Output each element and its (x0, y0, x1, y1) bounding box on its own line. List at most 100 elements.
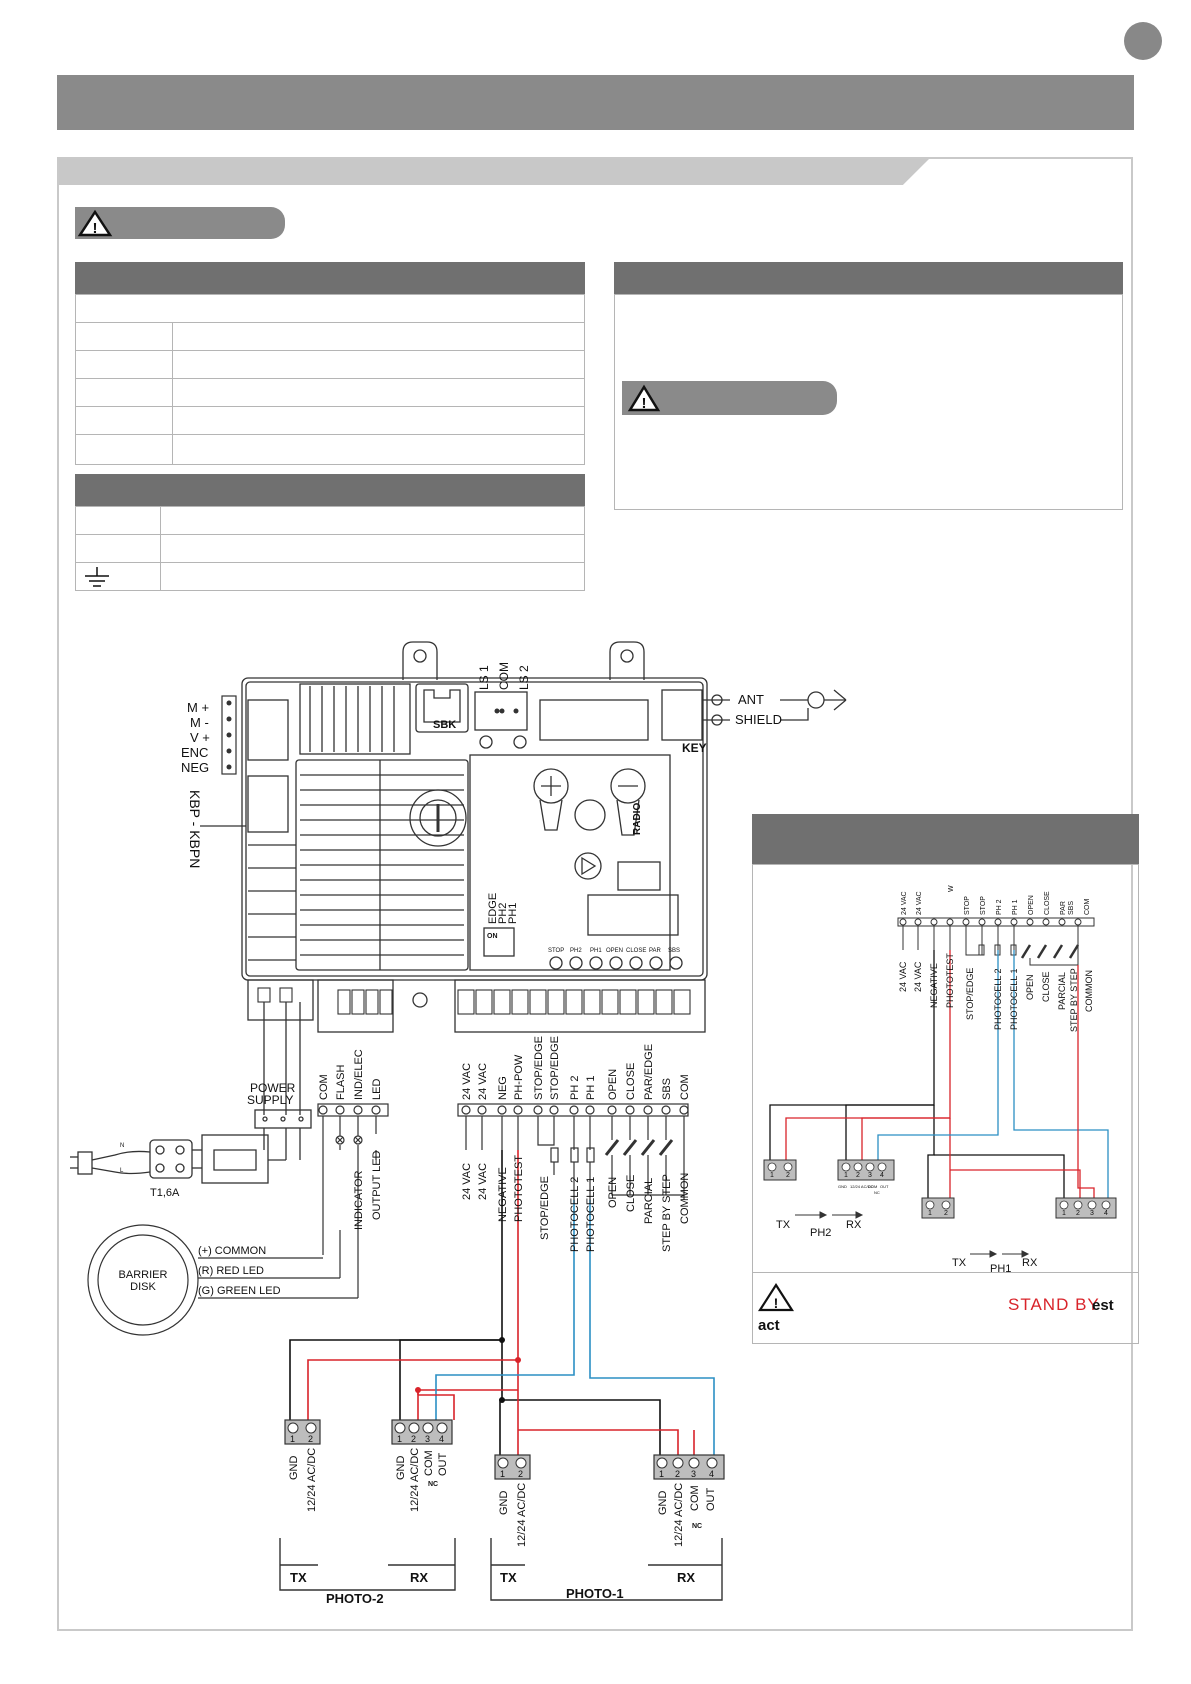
wire-common: (+) COMMON (198, 1245, 266, 1257)
wire-parcial: PARCIAL (643, 1178, 655, 1224)
side-top-close: CLOSE (1044, 891, 1051, 915)
side-top-stop-1: STOP (964, 896, 971, 915)
svg-text:1: 1 (397, 1434, 402, 1444)
svg-text:!: ! (642, 395, 647, 412)
motor-enc: ENC (181, 745, 208, 760)
term-neg: NEG (497, 1076, 509, 1100)
svg-text:1: 1 (844, 1172, 848, 1179)
photocell-header-bar (752, 814, 1139, 864)
side-wire-close: CLOSE (1041, 971, 1051, 1002)
header-banner (57, 75, 1134, 130)
svg-text:4: 4 (880, 1172, 884, 1179)
side-wire-phototest: PHOTOTEST (945, 953, 955, 1008)
svg-text:2: 2 (856, 1172, 860, 1179)
wire-close: CLOSE (625, 1175, 637, 1212)
led-par: PAR (649, 948, 662, 954)
sbk-label: SBK (433, 719, 456, 731)
side-top-com: COM (1084, 899, 1091, 916)
svg-text:2: 2 (675, 1469, 680, 1479)
power-label: POWER (250, 1081, 296, 1095)
side-ph2: PH2 (810, 1227, 831, 1239)
motor-m-plus: M + (187, 700, 209, 715)
disk-label: DISK (130, 1281, 156, 1293)
plug-l: L (120, 1168, 124, 1174)
table-header-bar-2 (75, 474, 585, 506)
photocell-panel (752, 864, 1139, 1344)
dip-edge: EDGE (487, 893, 499, 924)
wire-24vac-2: 24 VAC (477, 1163, 489, 1200)
svg-text:1: 1 (500, 1469, 505, 1479)
p2rx-nc: NC (428, 1481, 438, 1488)
side-top-ph2: PH 2 (996, 899, 1003, 915)
svg-text:2: 2 (518, 1469, 523, 1479)
wire-common-2: COMMON (679, 1173, 691, 1224)
p2tx-supply: 12/24 AC/DC (306, 1448, 318, 1512)
output-led-label: OUTPUT LED (371, 1150, 383, 1220)
motor-v-plus: V + (190, 730, 210, 745)
term-open: OPEN (607, 1069, 619, 1100)
p1rx-supply: 12/24 AC/DC (673, 1483, 685, 1547)
plug-n: N (120, 1143, 124, 1149)
svg-text:2: 2 (411, 1434, 416, 1444)
svg-text:4: 4 (1104, 1210, 1108, 1217)
motor-m-minus: M - (190, 715, 209, 730)
wire-phototest: PHOTOTEST (513, 1155, 525, 1222)
side-rx-2: RX (1022, 1257, 1038, 1269)
supply-label: SUPPLY (247, 1093, 293, 1107)
side-tx-2: TX (952, 1257, 967, 1269)
kbp-label: KBP - KBPN (187, 790, 203, 868)
dip-on: ON (487, 933, 498, 940)
svg-text:2: 2 (1076, 1210, 1080, 1217)
page-number-circle (1124, 22, 1162, 60)
p2rx-supply: 12/24 AC/DC (409, 1448, 421, 1512)
side-wire-negative: NEGATIVE (929, 963, 939, 1008)
side-mini-out: OUT (880, 1184, 889, 1189)
wire-open: OPEN (607, 1177, 619, 1208)
side-tx-1: TX (776, 1219, 791, 1231)
barrier-label: BARRIER (119, 1269, 168, 1281)
svg-text:3: 3 (425, 1434, 430, 1444)
photo1-rx: RX (677, 1570, 695, 1585)
p2rx-out: OUT (437, 1453, 449, 1477)
warning-icon: ! (627, 384, 661, 412)
side-note-act: act (758, 1317, 780, 1334)
side-top-24vac-1: 24 VAC (901, 891, 908, 915)
term-ph2: PH 2 (569, 1076, 581, 1100)
connection-table (75, 294, 585, 465)
svg-text:2: 2 (786, 1172, 790, 1179)
svg-text:!: ! (93, 220, 98, 237)
out-flash: FLASH (335, 1064, 347, 1100)
section-tab (59, 159, 929, 185)
warning-icon: ! (77, 209, 113, 237)
table-header-bar (75, 262, 585, 294)
photo2-tx: TX (290, 1570, 307, 1585)
photo1-label: PHOTO-1 (566, 1586, 624, 1601)
side-top-sbs: SBS (1068, 901, 1075, 915)
power-table (75, 506, 585, 591)
term-par-edge: PAR/EDGE (643, 1044, 655, 1100)
ls2-label: LS 2 (517, 665, 531, 690)
svg-text:1: 1 (770, 1172, 774, 1179)
led-stop: STOP (548, 948, 564, 954)
warning-tab-2: ! (622, 381, 837, 415)
side-top-ph1: PH 1 (1012, 899, 1019, 915)
info-panel (614, 294, 1123, 510)
p2rx-gnd: GND (395, 1456, 407, 1481)
side-wire-common: COMMON (1084, 970, 1094, 1012)
wire-step-by-step: STEP BY STEP (661, 1174, 673, 1252)
svg-text:1: 1 (659, 1469, 664, 1479)
led-open: OPEN (606, 948, 623, 954)
p1tx-supply: 12/24 AC/DC (516, 1483, 528, 1547)
side-wire-24vac-2: 24 VAC (913, 961, 923, 992)
info-header-bar (614, 262, 1123, 294)
side-wire-step: STEP BY STEP (1069, 968, 1079, 1032)
side-mini-com: COM (868, 1184, 877, 1189)
svg-text:1: 1 (928, 1210, 932, 1217)
term-ph1: PH 1 (585, 1076, 597, 1100)
side-top-24vac-2: 24 VAC (916, 891, 923, 915)
side-top-par: PAR (1060, 901, 1067, 915)
p1rx-out: OUT (705, 1488, 717, 1512)
warning-tab: ! (75, 207, 285, 239)
side-wire-photocell2: PHOTOCELL 2 (993, 968, 1003, 1030)
